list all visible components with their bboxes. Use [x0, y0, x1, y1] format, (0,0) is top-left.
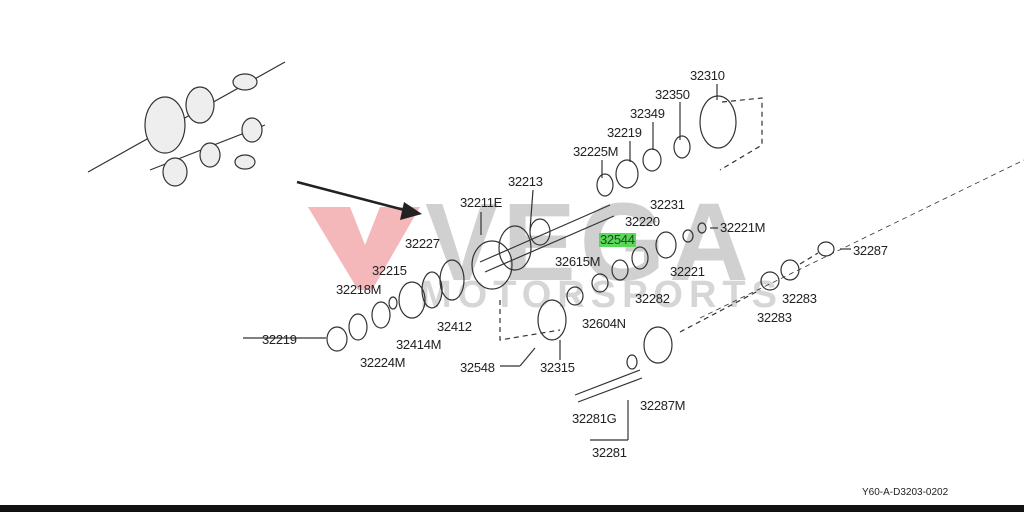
pointer-arrow — [296, 180, 413, 214]
diagram-code: Y60-A-D3203-0202 — [862, 487, 949, 498]
part-label-32287m[interactable]: 32287M — [640, 398, 686, 413]
part-label-32224m[interactable]: 32224M — [360, 355, 406, 370]
part-label-32219-left[interactable]: 32219 — [262, 332, 297, 347]
part-label-32282[interactable]: 32282 — [635, 291, 670, 306]
part-label-32548[interactable]: 32548 — [460, 360, 495, 375]
part-label-32544-highlighted[interactable]: 32544 — [599, 232, 636, 247]
part-label-32283-b[interactable]: 32283 — [757, 310, 792, 325]
part-label-32281g[interactable]: 32281G — [572, 411, 617, 426]
bottom-border — [0, 505, 1024, 512]
part-label-32221[interactable]: 32221 — [670, 264, 705, 279]
part-label-32221m[interactable]: 32221M — [720, 220, 766, 235]
part-label-32615m[interactable]: 32615M — [555, 254, 601, 269]
part-label-32220[interactable]: 32220 — [625, 214, 660, 229]
part-label-32218m[interactable]: 32218M — [336, 282, 382, 297]
part-label-32283-a[interactable]: 32283 — [782, 291, 817, 306]
part-label-32350[interactable]: 32350 — [655, 87, 690, 102]
part-label-32349[interactable]: 32349 — [630, 106, 665, 121]
part-label-32604n[interactable]: 32604N — [582, 316, 626, 331]
part-label-32414m[interactable]: 32414M — [396, 337, 442, 352]
part-label-32287[interactable]: 32287 — [853, 243, 888, 258]
part-label-32219-top[interactable]: 32219 — [607, 125, 642, 140]
part-label-32412[interactable]: 32412 — [437, 319, 472, 334]
part-label-32310[interactable]: 32310 — [690, 68, 725, 83]
assembly-overview — [87, 61, 286, 187]
part-label-32315[interactable]: 32315 — [540, 360, 575, 375]
watermark-v-mark — [308, 207, 420, 290]
part-label-32231[interactable]: 32231 — [650, 197, 685, 212]
watermark-subtext: MOTORSPORTS — [420, 274, 783, 316]
part-label-32227[interactable]: 32227 — [405, 236, 440, 251]
part-label-32213[interactable]: 32213 — [508, 174, 543, 189]
watermark-text: VEGA — [425, 181, 753, 304]
part-label-32281[interactable]: 32281 — [592, 445, 627, 460]
part-label-32225m[interactable]: 32225M — [573, 144, 619, 159]
part-label-32215[interactable]: 32215 — [372, 263, 407, 278]
part-label-32211e[interactable]: 32211E — [460, 195, 503, 210]
